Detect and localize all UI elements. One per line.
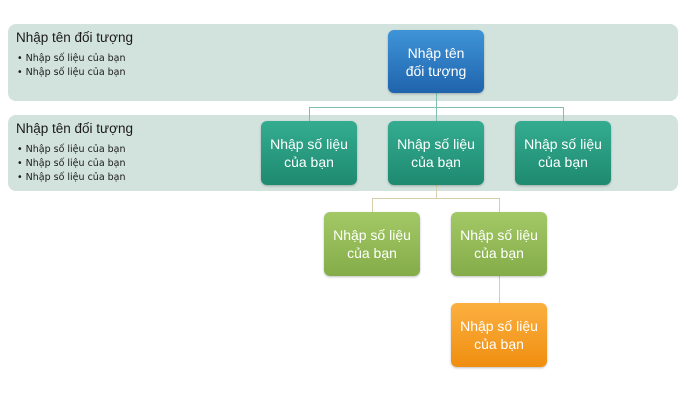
connector	[372, 198, 373, 212]
level2-node[interactable]: Nhập số liệu của bạn	[515, 121, 611, 185]
band-bullets: Nhập số liệu của bạn Nhập số liệu của bạ…	[17, 143, 126, 185]
connector	[436, 185, 437, 198]
connector	[372, 198, 500, 199]
level4-node[interactable]: Nhập số liệu của bạn	[451, 303, 547, 367]
band-title: Nhập tên đối tượng	[16, 121, 133, 136]
level2-node[interactable]: Nhập số liệu của bạn	[261, 121, 357, 185]
bullet-item: Nhập số liệu của bạn	[17, 143, 126, 157]
connector	[499, 198, 500, 212]
connector	[309, 107, 564, 108]
bullet-item: Nhập số liệu của bạn	[17, 157, 126, 171]
connector	[309, 107, 310, 121]
bullet-item: Nhập số liệu của bạn	[17, 66, 126, 80]
band-title: Nhập tên đối tượng	[16, 30, 133, 45]
bullet-item: Nhập số liệu của bạn	[17, 171, 126, 185]
level2-node[interactable]: Nhập số liệu của bạn	[388, 121, 484, 185]
level-band-1: Nhập tên đối tượng Nhập số liệu của bạn …	[8, 24, 678, 101]
connector	[563, 107, 564, 121]
level3-node[interactable]: Nhập số liệu của bạn	[451, 212, 547, 276]
level3-node[interactable]: Nhập số liệu của bạn	[324, 212, 420, 276]
band-bullets: Nhập số liệu của bạn Nhập số liệu của bạ…	[17, 52, 126, 80]
connector	[499, 276, 500, 303]
root-node[interactable]: Nhập tên đối tượng	[388, 30, 484, 93]
bullet-item: Nhập số liệu của bạn	[17, 52, 126, 66]
